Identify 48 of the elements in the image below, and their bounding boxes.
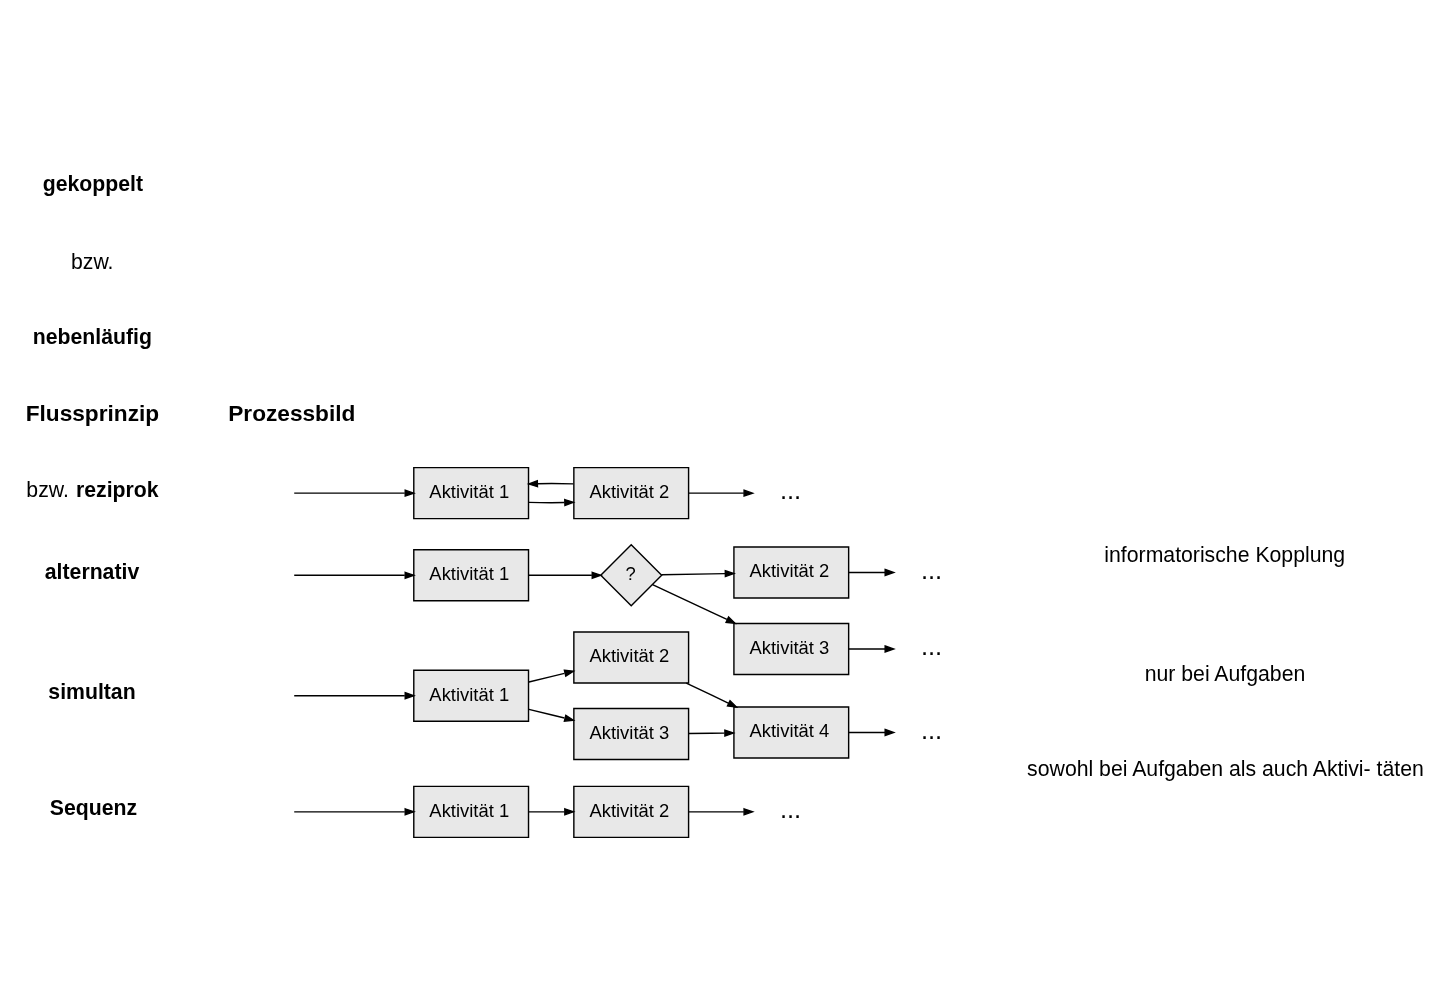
label: sowohl bei Aufgaben als auch Aktivi- täten (1027, 756, 1424, 781)
node-text: ... (779, 476, 802, 505)
node-text: ... (920, 715, 943, 744)
arrow (848, 644, 896, 653)
label: bzw. reziprok (26, 477, 159, 502)
arrow (848, 568, 896, 577)
arrow (526, 479, 575, 488)
arrow (685, 682, 739, 708)
arrow (688, 729, 736, 738)
label: Sequenz (49, 796, 138, 821)
node-box: Aktivität 2 (573, 466, 690, 520)
node-box: Aktivität 2 (573, 631, 690, 684)
arrow (528, 708, 576, 722)
label: nur bei Aufgaben (1144, 661, 1306, 686)
node-box: Aktivität 3 (733, 622, 850, 676)
arrow (528, 669, 576, 683)
node-box: Aktivität 4 (733, 706, 850, 759)
node-text: ... (779, 795, 802, 824)
node-diamond: ? (599, 543, 663, 607)
arrow (528, 498, 576, 507)
node-box: Aktivität 2 (733, 546, 850, 599)
node-text: ... (920, 555, 943, 584)
arrow (688, 807, 755, 816)
arrow (660, 569, 736, 578)
arrow (293, 489, 416, 498)
arrow (651, 583, 737, 625)
label: Flussprinzip (25, 399, 160, 426)
arrow (528, 571, 603, 580)
node-box: Aktivität 3 (573, 707, 690, 761)
label: gekoppelt (42, 171, 143, 196)
node-box: Aktivität 1 (413, 466, 530, 520)
arrow (528, 807, 576, 816)
label: alternativ (44, 559, 140, 584)
arrow (848, 728, 896, 737)
label: simultan (48, 680, 136, 705)
label: informatorische Kopplung (1104, 542, 1346, 567)
arrow (293, 691, 416, 700)
label: nebenläufig (32, 324, 152, 349)
arrow (688, 489, 755, 498)
label: bzw. (71, 249, 114, 274)
node-box: Aktivität 1 (413, 785, 530, 839)
label: Prozessbild (228, 399, 356, 426)
node-box: Aktivität 1 (413, 549, 530, 602)
node-box: Aktivität 2 (573, 785, 690, 839)
node-text: ... (920, 632, 943, 661)
arrow (293, 571, 416, 580)
arrow (293, 807, 416, 816)
node-box: Aktivität 1 (413, 669, 530, 722)
